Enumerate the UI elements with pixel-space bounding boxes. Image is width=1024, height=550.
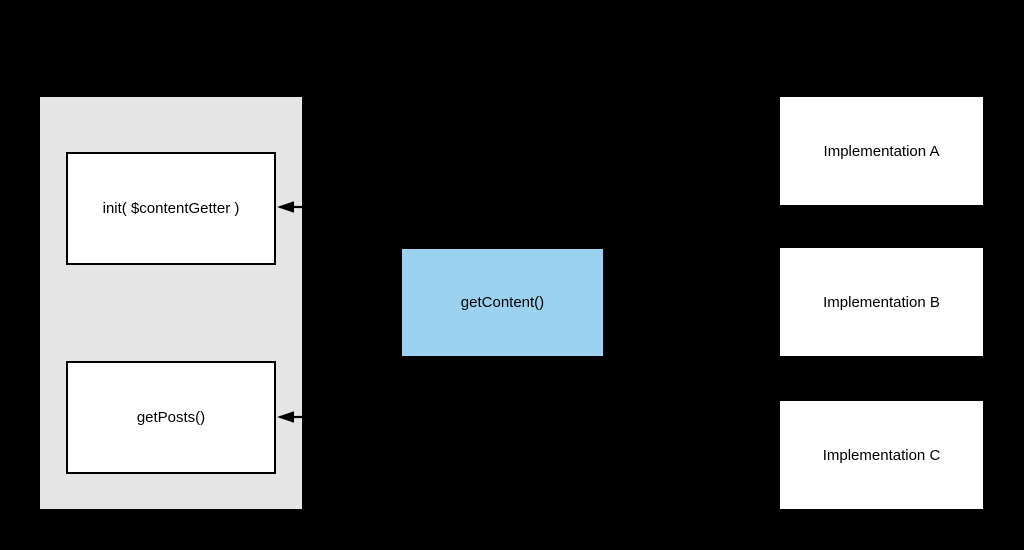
node-implementation-c: Implementation C <box>778 399 985 511</box>
node-implementation-a-label: Implementation A <box>823 142 940 160</box>
node-implementation-b-label: Implementation B <box>823 293 940 311</box>
node-implementation-c-label: Implementation C <box>822 446 941 464</box>
arrow-to-getposts <box>276 410 303 424</box>
node-getcontent: getContent() <box>400 247 605 358</box>
left-arrowhead-icon <box>277 411 303 423</box>
node-implementation-b: Implementation B <box>778 246 985 358</box>
node-init-label: init( $contentGetter ) <box>102 200 240 217</box>
node-getposts: getPosts() <box>66 361 276 474</box>
left-arrowhead-icon <box>277 201 303 213</box>
node-getcontent-label: getContent() <box>460 294 545 311</box>
arrow-to-init <box>276 200 303 214</box>
node-getposts-label: getPosts() <box>136 409 206 426</box>
node-init: init( $contentGetter ) <box>66 152 276 265</box>
node-implementation-a: Implementation A <box>778 95 985 207</box>
